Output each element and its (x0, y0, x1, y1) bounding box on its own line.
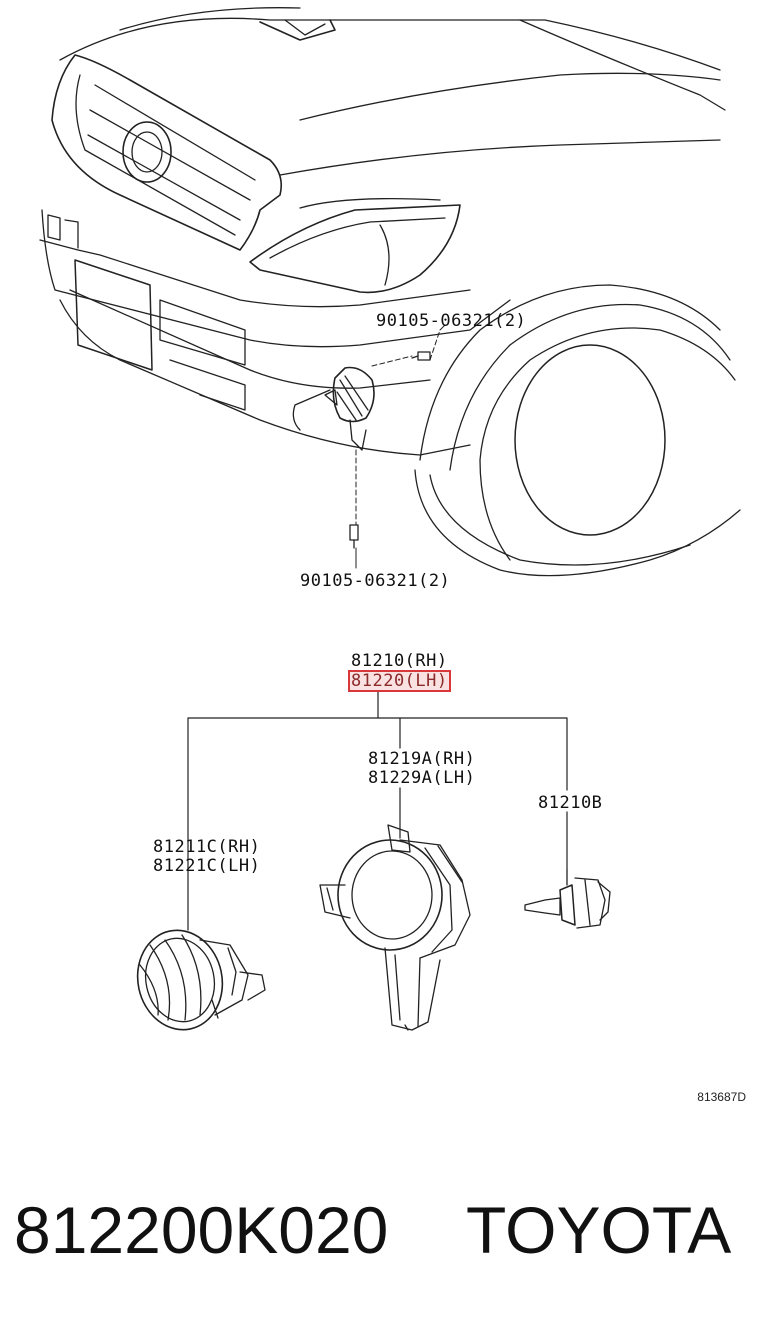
callout-assy-rh[interactable]: 81210(RH) (351, 651, 448, 671)
part-number: 812200K020 (14, 1193, 389, 1267)
callout-bracket-lh[interactable]: 81229A(LH) (368, 768, 476, 788)
brand-name: TOYOTA (466, 1193, 732, 1267)
callout-unit-lh[interactable]: 81221C(LH) (153, 856, 261, 876)
callout-assy-lh-highlighted[interactable]: 81220(LH) (348, 670, 451, 692)
callout-bolt-lower[interactable]: 90105-06321(2) (300, 571, 451, 591)
parts-tree-lines (187, 689, 568, 931)
figure-id: 813687D (697, 1090, 746, 1104)
callout-bolt-upper[interactable]: 90105-06321(2) (376, 311, 527, 331)
callout-bracket-rh[interactable]: 81219A(RH) (368, 749, 476, 769)
fog-lamp-bracket-illustration (319, 824, 471, 1031)
bulb-illustration (524, 869, 611, 929)
vehicle-front-illustration (39, 7, 741, 577)
fog-lamp-unit-illustration (136, 929, 266, 1031)
footer-caption: 812200K020 TOYOTA (14, 1188, 731, 1272)
callout-bulb[interactable]: 81210B (538, 793, 603, 813)
callout-unit-rh[interactable]: 81211C(RH) (153, 837, 261, 857)
